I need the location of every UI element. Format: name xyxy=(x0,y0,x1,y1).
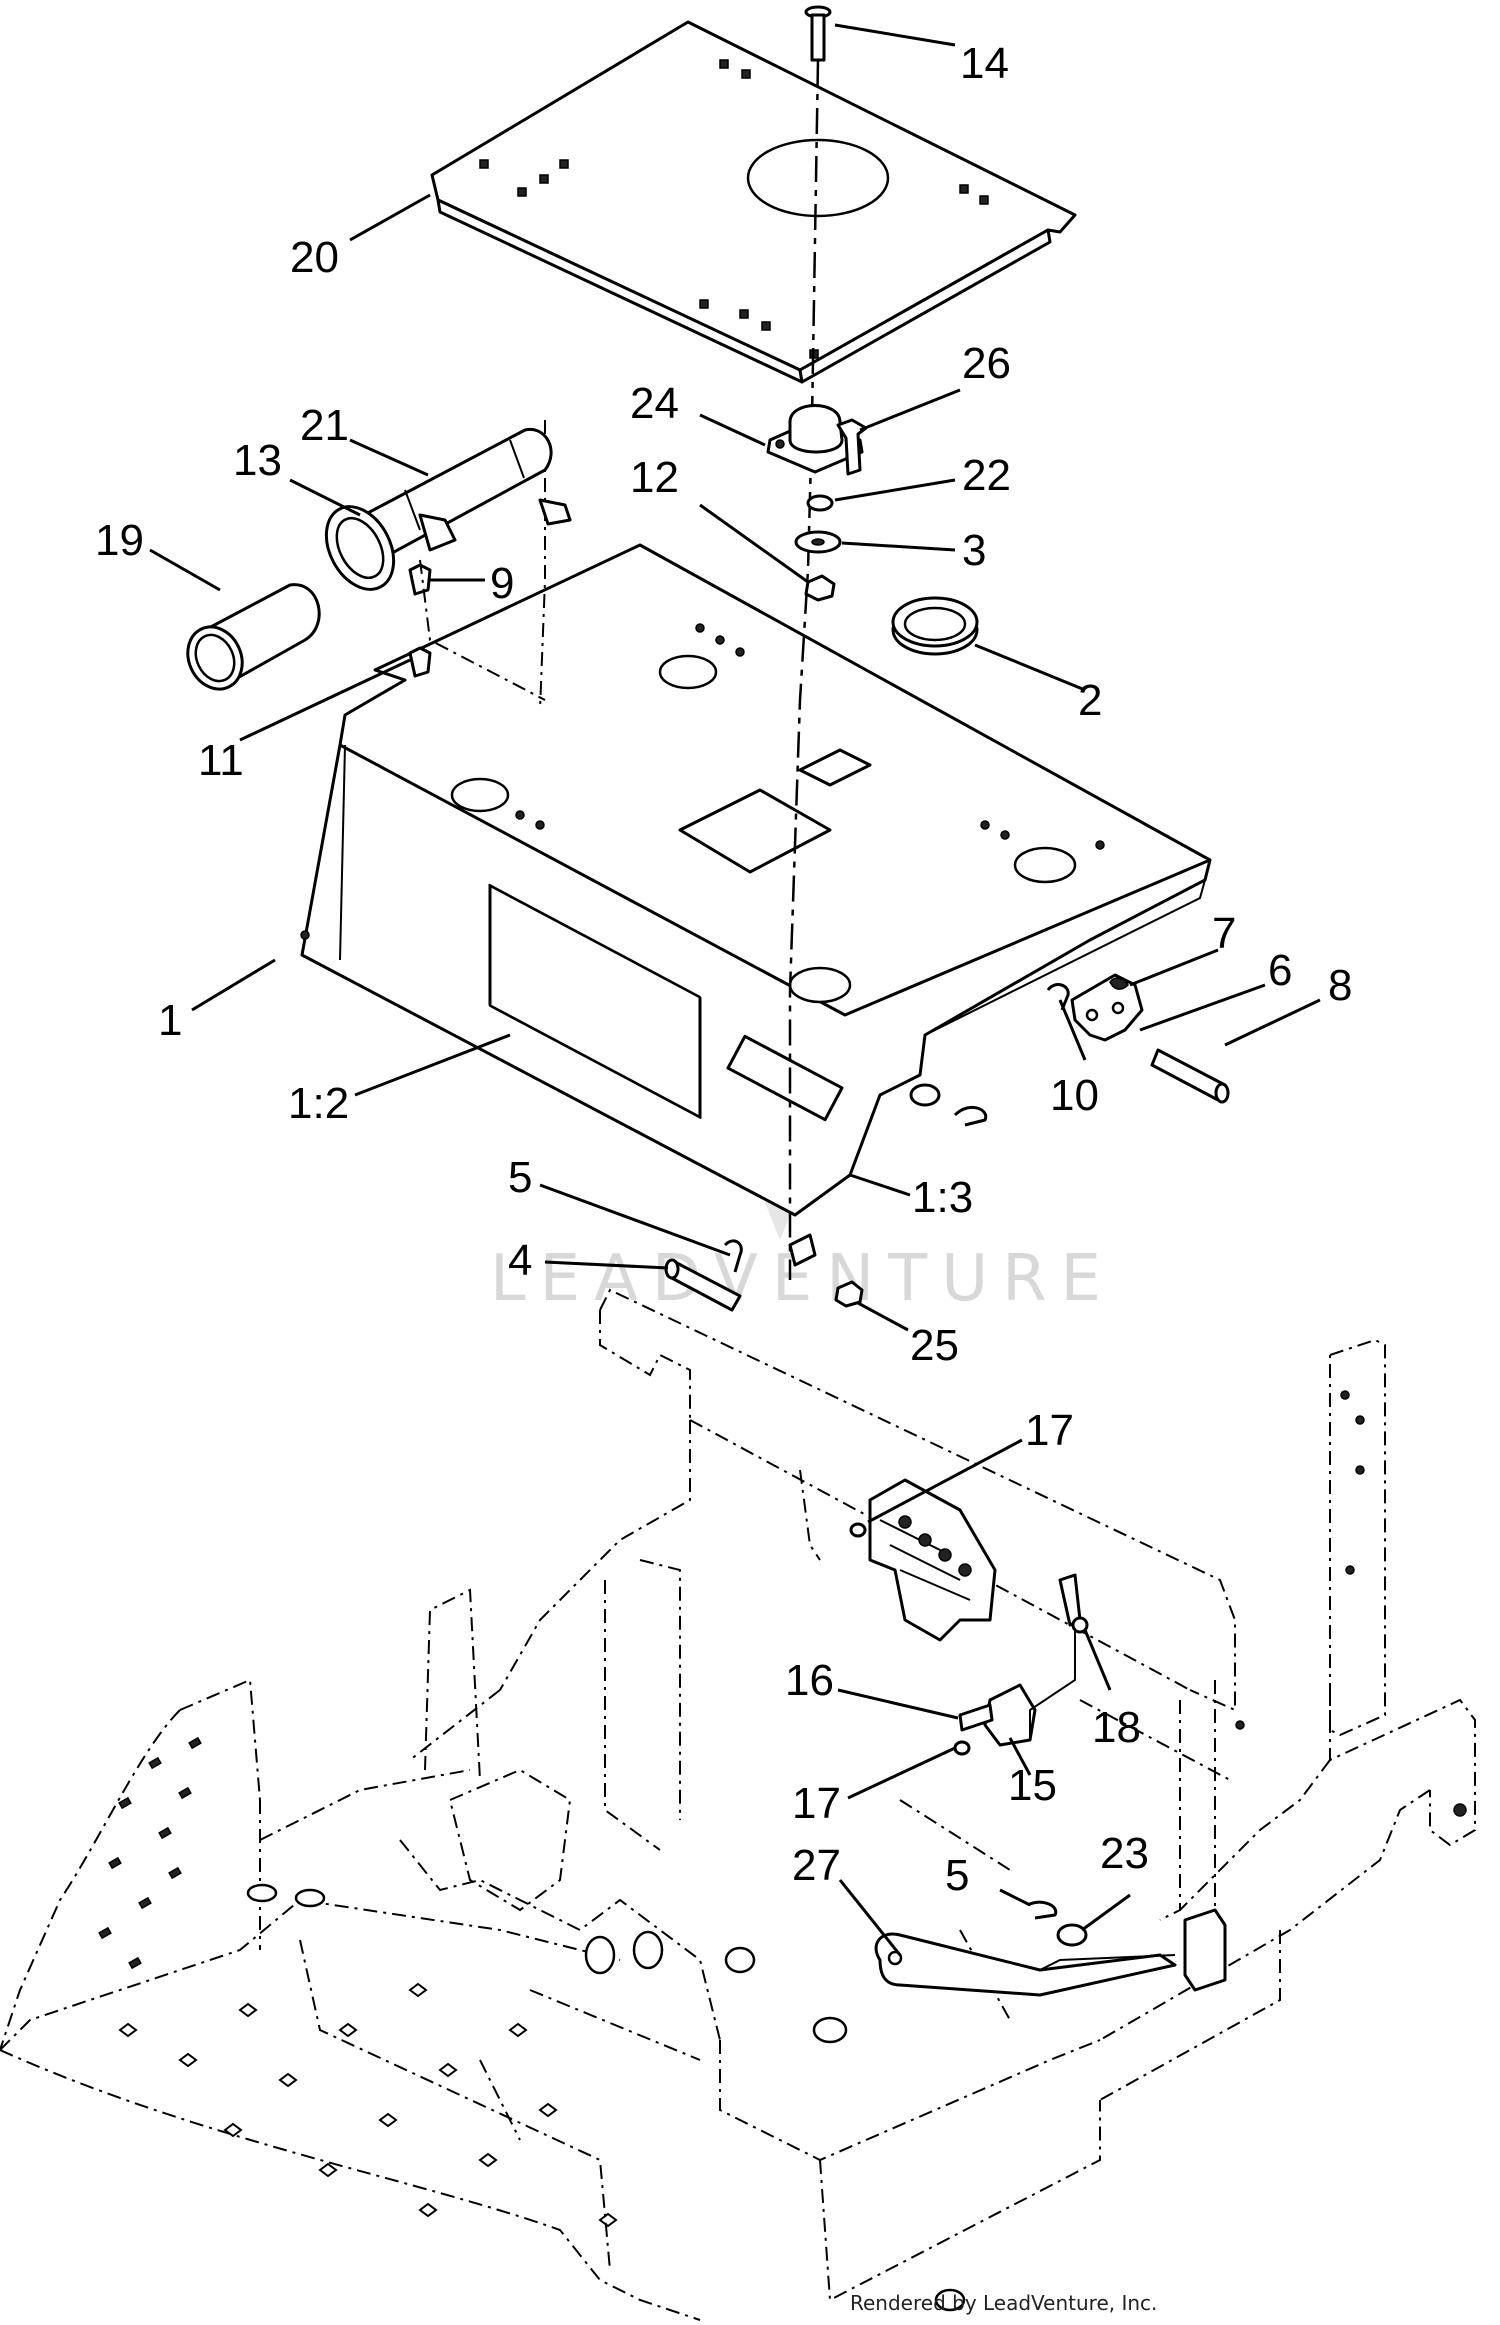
callout-11: 11 xyxy=(198,736,244,785)
frame xyxy=(0,1288,1476,2321)
callout-2: 2 xyxy=(1078,676,1102,725)
pivot-clip xyxy=(723,1239,743,1273)
callout-24: 24 xyxy=(630,379,679,428)
control-rod xyxy=(874,1932,1177,1997)
callout-8: 8 xyxy=(1328,961,1352,1010)
leader-lines xyxy=(149,23,1321,1956)
flange-nut xyxy=(804,574,836,602)
render-credit: Rendered by LeadVenture, Inc. xyxy=(850,2291,1157,2315)
panel-washer xyxy=(909,1083,941,1107)
callout-6: 6 xyxy=(1268,946,1292,995)
callout-5-upper: 5 xyxy=(508,1153,532,1202)
callout-4: 4 xyxy=(508,1236,532,1285)
latch-bracket xyxy=(1070,973,1144,1042)
callout-17-upper: 17 xyxy=(1025,1406,1074,1455)
callout-19: 19 xyxy=(95,516,144,565)
callout-10: 10 xyxy=(1050,1071,1099,1120)
isolator-mount xyxy=(766,404,864,474)
hair-pin-clip xyxy=(1046,983,1070,1011)
relay-module xyxy=(868,1478,997,1642)
callout-15: 15 xyxy=(1008,1761,1057,1810)
frame-holes xyxy=(1235,1390,1467,1817)
callout-18: 18 xyxy=(1092,1703,1141,1752)
screw-9 xyxy=(408,563,432,596)
callout-14: 14 xyxy=(960,39,1009,88)
callout-22: 22 xyxy=(962,451,1011,500)
callout-23: 23 xyxy=(1100,1829,1149,1878)
sleeve xyxy=(186,583,321,691)
callout-20: 20 xyxy=(290,233,339,282)
callout-16: 16 xyxy=(785,1656,834,1705)
bracket-nut xyxy=(1071,1616,1089,1634)
canister xyxy=(324,427,572,591)
screw-11 xyxy=(408,646,432,678)
callout-21: 21 xyxy=(300,401,349,450)
callout-1-2: 1:2 xyxy=(288,1079,349,1128)
callouts: 14 20 26 24 21 13 12 22 19 9 3 2 11 7 6 … xyxy=(95,39,1352,1900)
callout-13: 13 xyxy=(233,436,282,485)
callout-5-lower: 5 xyxy=(945,1851,969,1900)
rod-clip xyxy=(1027,1900,1058,1920)
floor-plate-pattern xyxy=(98,1736,618,2228)
callout-3: 3 xyxy=(962,526,986,575)
lower-nut xyxy=(834,1280,864,1308)
callout-9: 9 xyxy=(490,559,514,608)
mount-bolt xyxy=(836,418,868,476)
callout-26: 26 xyxy=(962,339,1011,388)
hinge-pin xyxy=(1150,1048,1230,1104)
rod-upright xyxy=(1183,1908,1227,1992)
carriage-bolt xyxy=(804,5,832,62)
centerline-main xyxy=(788,59,820,1280)
callout-25: 25 xyxy=(910,1321,959,1370)
callout-27: 27 xyxy=(792,1841,841,1890)
panel-clip xyxy=(953,1105,988,1127)
small-nut-upper xyxy=(849,1522,867,1538)
small-nut-lower xyxy=(953,1740,971,1756)
grommet xyxy=(891,596,979,656)
seat-plate xyxy=(430,20,1077,384)
panel-hinge xyxy=(788,1233,817,1267)
switch-bracket xyxy=(958,1573,1082,1747)
callout-17-lower: 17 xyxy=(792,1779,841,1828)
callout-12: 12 xyxy=(630,453,679,502)
console-panel xyxy=(300,543,1212,1217)
callout-1: 1 xyxy=(158,996,182,1045)
isolator-nut xyxy=(806,494,834,512)
callout-7: 7 xyxy=(1212,909,1236,958)
rod-washer xyxy=(1056,1923,1088,1947)
callout-1-3: 1:3 xyxy=(912,1173,973,1222)
